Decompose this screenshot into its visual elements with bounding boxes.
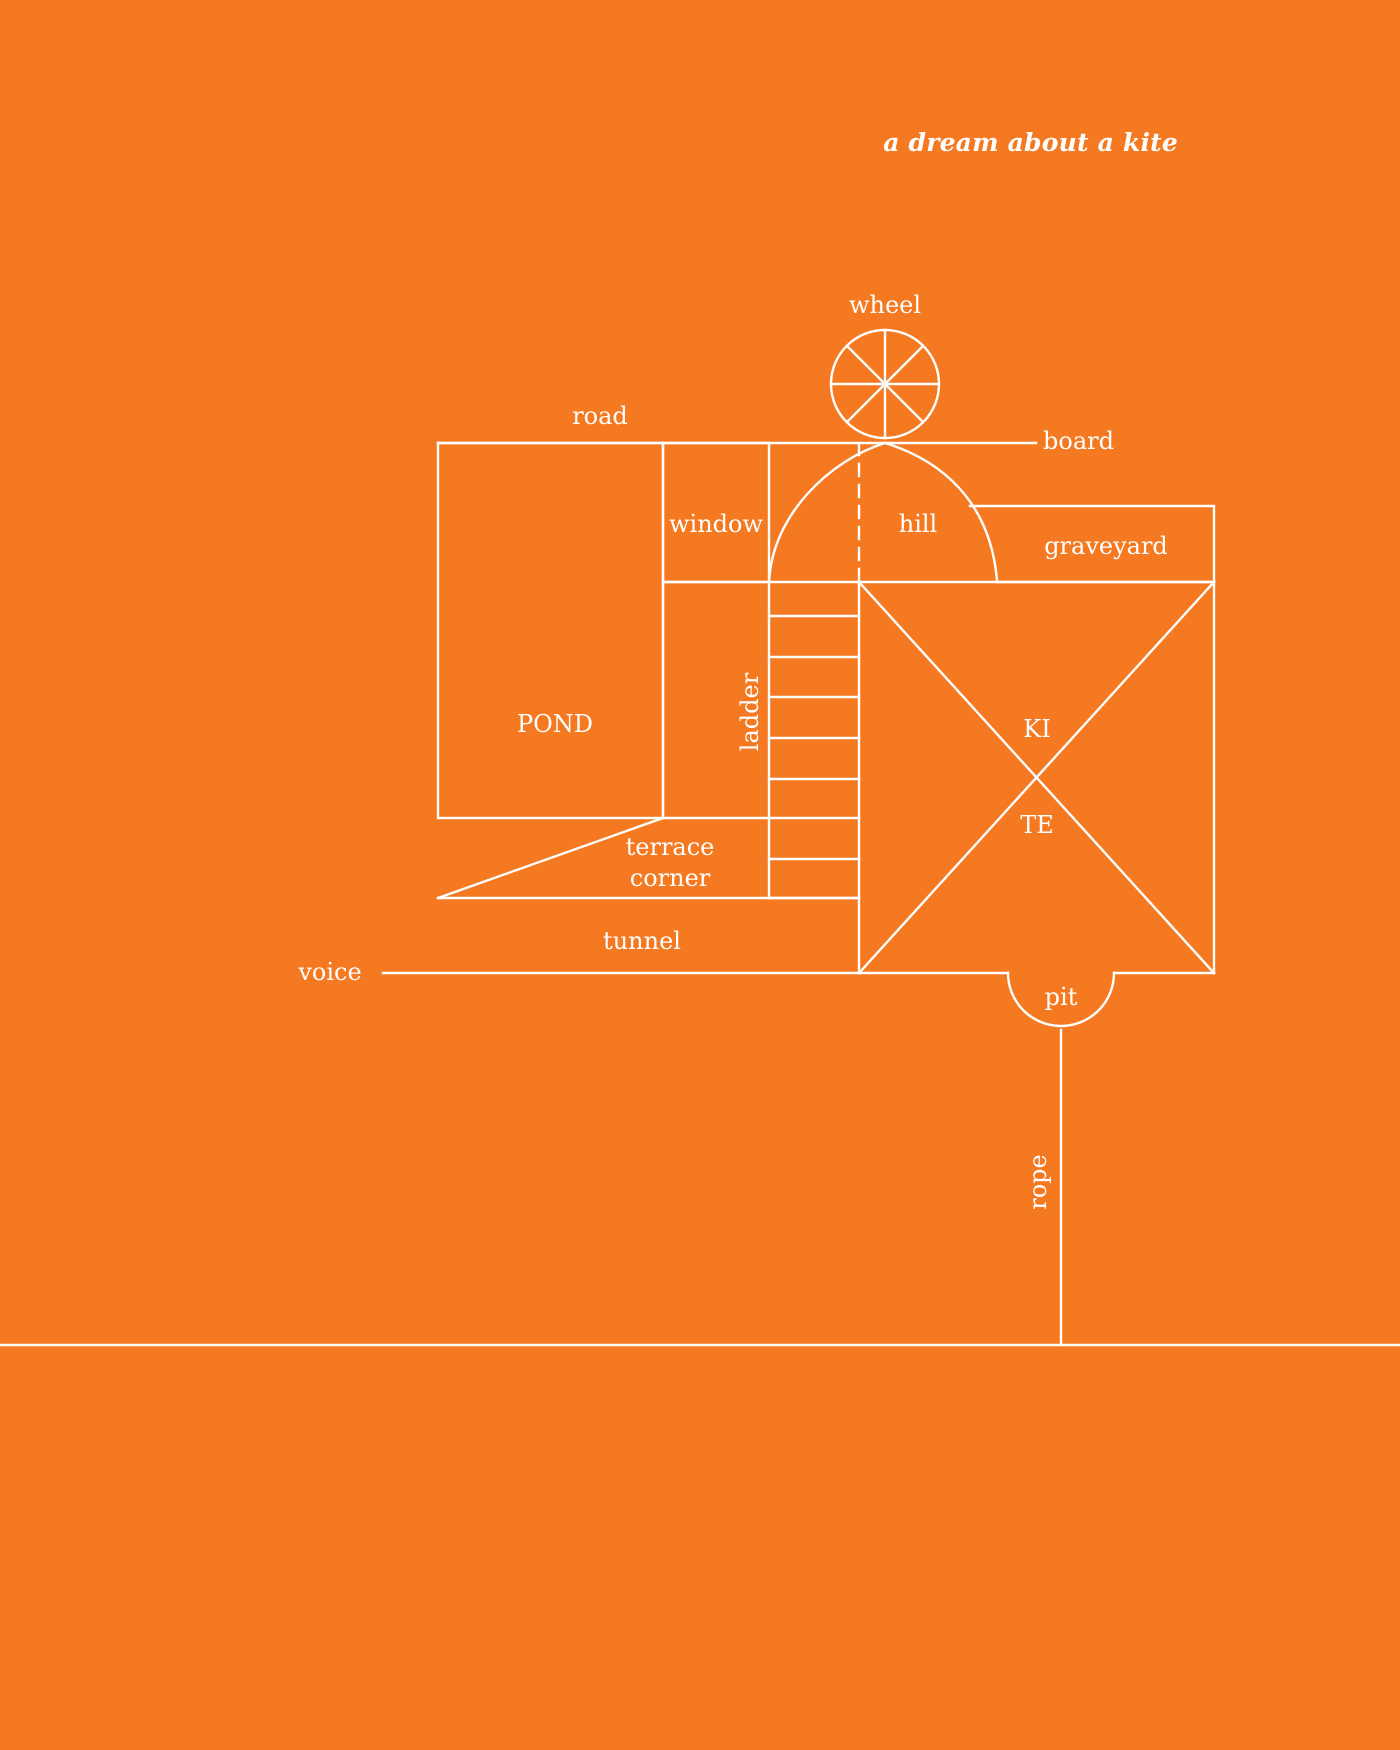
hill-label: hill <box>899 510 937 538</box>
voice-label: voice <box>297 958 361 986</box>
pond-label: POND <box>517 710 593 738</box>
terrace-slope <box>436 816 665 900</box>
terrace-label-line1: terrace <box>626 833 715 861</box>
ladder-label: ladder <box>736 672 764 751</box>
ladder-rungs <box>767 614 861 900</box>
diagram-title: a dream about a kite <box>883 128 1178 157</box>
terrace-label-line2: corner <box>630 864 711 892</box>
road-label: road <box>572 402 628 430</box>
kite-label-top: KI <box>1023 715 1050 743</box>
tunnel-label: tunnel <box>603 927 681 955</box>
board-label: board <box>1043 427 1114 455</box>
wheel-shape <box>829 328 941 440</box>
pit-label: pit <box>1045 983 1078 1011</box>
pond-box <box>436 441 665 820</box>
wheel-label: wheel <box>849 291 921 319</box>
hill-shape <box>767 441 999 584</box>
graveyard-label: graveyard <box>1044 532 1168 560</box>
kite-label-bottom: TE <box>1020 811 1054 839</box>
kite-shape <box>857 580 1216 975</box>
window-label: window <box>669 510 763 538</box>
pit-shape <box>1006 971 1116 1028</box>
rope-label: rope <box>1024 1154 1052 1210</box>
